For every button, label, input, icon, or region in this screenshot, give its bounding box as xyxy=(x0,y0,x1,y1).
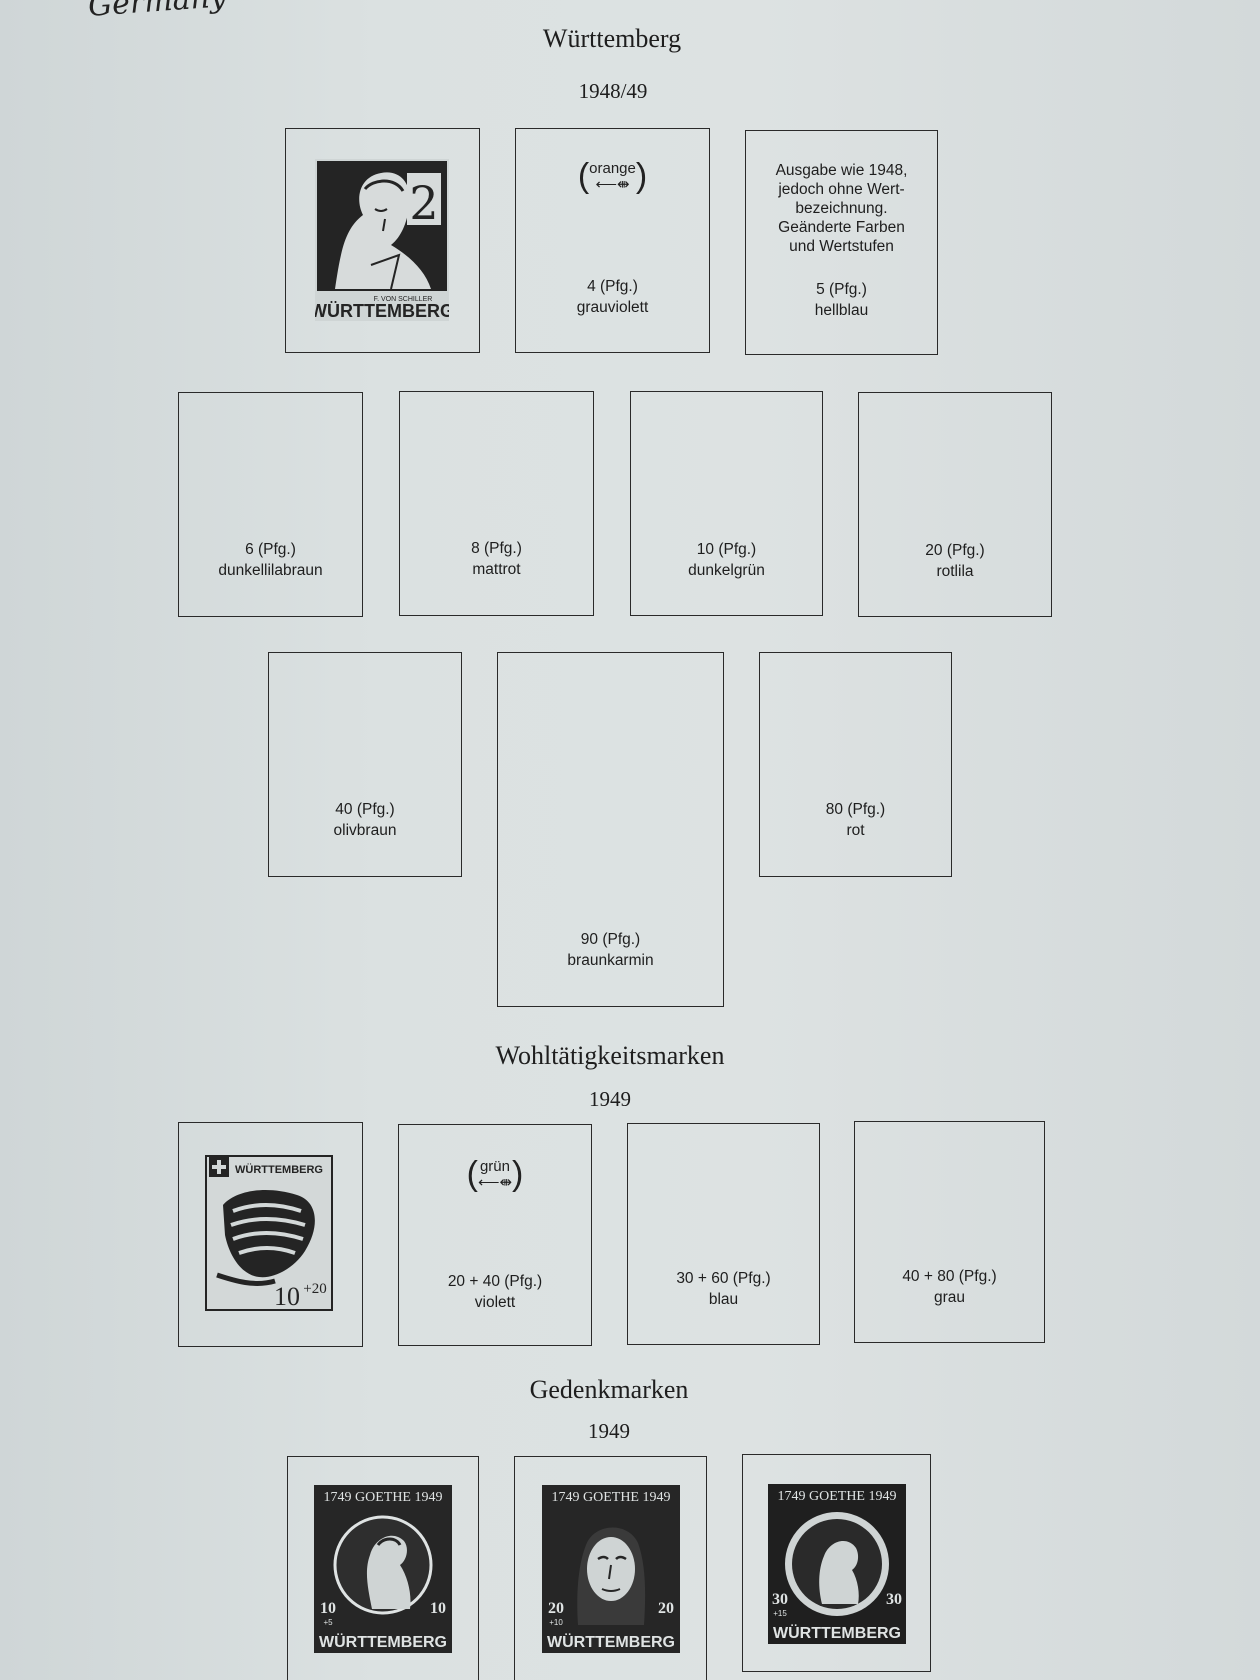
charity-stamp-value: 10 xyxy=(274,1282,300,1311)
goethe-stamp-top: 1749 GOETHE 1949 xyxy=(552,1490,671,1505)
stamp-space-20-40-pfg: (grün⟵⇼) 20 + 40 (Pfg.) violett xyxy=(398,1124,592,1346)
stamp-space-10-pfg: 10 (Pfg.) dunkelgrün xyxy=(630,391,823,616)
stamp-frame-goethe-20: 1749 GOETHE 1949 20 +10 20 WÜRTTEMBERG xyxy=(514,1456,707,1680)
section-year-1949: 1949 xyxy=(588,1419,630,1443)
stamp-value: 80 (Pfg.) xyxy=(825,801,886,818)
schiller-stamp-image: 2 F. VON SCHILLER WÜRTTEMBERG xyxy=(315,159,449,321)
stamp-color: violett xyxy=(474,1294,516,1311)
goethe-stamp-10-image: 1749 GOETHE 1949 10 +5 10 WÜRTTEMBERG xyxy=(314,1485,452,1653)
stamp-color: rotlila xyxy=(936,563,974,580)
section-title-wuerttemberg: Württemberg xyxy=(542,24,682,53)
stamp-frame-charity: WÜRTTEMBERG 10 +20 xyxy=(178,1122,363,1347)
stamp-space-6-pfg: 6 (Pfg.) dunkellilabraun xyxy=(178,392,363,617)
stamp-value: 30 + 60 (Pfg.) xyxy=(676,1270,771,1287)
goethe-stamp-surcharge: +10 xyxy=(549,1618,563,1627)
color-hint-label: grün xyxy=(479,1157,510,1175)
issue-note-line: Ausgabe wie 1948, xyxy=(775,162,908,179)
stamp-color: olivbraun xyxy=(333,822,397,839)
goethe-stamp-surcharge: +15 xyxy=(773,1609,787,1618)
goethe-stamp-value: 20 xyxy=(658,1600,674,1617)
issue-note: Ausgabe wie 1948, jedoch ohne Wert- beze… xyxy=(746,161,937,256)
issue-note-line: jedoch ohne Wert- xyxy=(778,181,905,198)
arrow-left-icon: ⟵⇼ xyxy=(595,175,630,193)
issue-note-line: bezeichnung. xyxy=(795,200,888,217)
stamp-color: blau xyxy=(708,1291,739,1308)
issue-note-line: Geänderte Farben xyxy=(778,219,905,236)
stamp-value: 40 (Pfg.) xyxy=(335,801,395,818)
stamp-value: 20 (Pfg.) xyxy=(925,542,985,559)
charity-stamp-country: WÜRTTEMBERG xyxy=(235,1163,323,1176)
goethe-stamp-top: 1749 GOETHE 1949 xyxy=(324,1490,443,1505)
schiller-stamp-country: WÜRTTEMBERG xyxy=(315,301,449,321)
goethe-stamp-country: WÜRTTEMBERG xyxy=(547,1632,675,1651)
stamp-color: rot xyxy=(846,822,865,839)
stamp-color: grau xyxy=(933,1289,966,1306)
goethe-stamp-value: 30 xyxy=(772,1591,788,1608)
stamp-color: mattrot xyxy=(472,561,521,578)
stamp-space-40-80-pfg: 40 + 80 (Pfg.) grau xyxy=(854,1121,1045,1343)
goethe-stamp-country: WÜRTTEMBERG xyxy=(773,1623,901,1642)
stamp-color: grauviolett xyxy=(576,299,649,316)
color-hint-label: orange xyxy=(589,159,636,177)
stamp-space-80-pfg: 80 (Pfg.) rot xyxy=(759,652,952,877)
charity-stamp-surcharge: +20 xyxy=(303,1281,326,1297)
goethe-stamp-20-image: 1749 GOETHE 1949 20 +10 20 WÜRTTEMBERG xyxy=(542,1485,680,1653)
stamp-value: 20 + 40 (Pfg.) xyxy=(447,1273,543,1290)
schiller-stamp-value: 2 xyxy=(409,176,438,230)
section-title-wohltaetigkeitsmarken: Wohltätigkeitsmarken xyxy=(495,1041,725,1070)
charity-stamp-image: WÜRTTEMBERG 10 +20 xyxy=(205,1155,333,1311)
stamp-space-4-pfg: (orange⟵⇼) 4 (Pfg.) grauviolett xyxy=(515,128,710,353)
goethe-stamp-country: WÜRTTEMBERG xyxy=(319,1632,447,1651)
section-year-1949: 1949 xyxy=(589,1087,631,1111)
stamp-space-20-pfg: 20 (Pfg.) rotlila xyxy=(858,392,1052,617)
stamp-color: dunkellilabraun xyxy=(218,562,323,579)
stamp-space-8-pfg: 8 (Pfg.) mattrot xyxy=(399,391,594,616)
stamp-frame-goethe-30: 1749 GOETHE 1949 30 +15 30 WÜRTTEMBERG xyxy=(742,1454,931,1672)
stamp-color: dunkelgrün xyxy=(688,562,765,579)
stamp-value: 4 (Pfg.) xyxy=(587,278,638,295)
stamp-color: braunkarmin xyxy=(567,952,654,969)
stamp-space-30-60-pfg: 30 + 60 (Pfg.) blau xyxy=(627,1123,820,1345)
goethe-stamp-30-image: 1749 GOETHE 1949 30 +15 30 WÜRTTEMBERG xyxy=(768,1484,906,1644)
goethe-stamp-surcharge: +5 xyxy=(323,1618,333,1627)
goethe-stamp-value: 10 xyxy=(320,1600,336,1617)
issue-note-line: und Wertstufen xyxy=(789,238,894,255)
goethe-stamp-value: 30 xyxy=(886,1591,902,1608)
stamp-value: 40 + 80 (Pfg.) xyxy=(902,1268,997,1285)
stamp-value: 8 (Pfg.) xyxy=(471,540,522,557)
stamp-value: 6 (Pfg.) xyxy=(245,541,296,558)
stamp-space-5-pfg: Ausgabe wie 1948, jedoch ohne Wert- beze… xyxy=(745,130,938,355)
arrow-left-icon: ⟵⇼ xyxy=(477,1173,513,1191)
stamp-value: 10 (Pfg.) xyxy=(696,541,757,558)
goethe-stamp-value: 20 xyxy=(548,1600,564,1617)
schiller-stamp-artist: F. VON SCHILLER xyxy=(374,296,433,303)
color-hint: (grün⟵⇼) xyxy=(466,1155,524,1193)
section-title-gedenkmarken: Gedenkmarken xyxy=(529,1375,689,1404)
color-hint: (orange⟵⇼) xyxy=(577,157,648,195)
stamp-value: 90 (Pfg.) xyxy=(580,931,641,948)
stamp-space-40-pfg: 40 (Pfg.) olivbraun xyxy=(268,652,462,877)
stamp-color: hellblau xyxy=(814,302,869,319)
stamp-frame-schiller: 2 F. VON SCHILLER WÜRTTEMBERG xyxy=(285,128,480,353)
stamp-space-90-pfg: 90 (Pfg.) braunkarmin xyxy=(497,652,724,1007)
goethe-stamp-value: 10 xyxy=(430,1600,446,1617)
section-year-1948-49: 1948/49 xyxy=(578,79,648,103)
goethe-stamp-top: 1749 GOETHE 1949 xyxy=(778,1489,897,1504)
stamp-value: 5 (Pfg.) xyxy=(816,281,867,298)
stamp-frame-goethe-10: 1749 GOETHE 1949 10 +5 10 WÜRTTEMBERG xyxy=(287,1456,479,1680)
